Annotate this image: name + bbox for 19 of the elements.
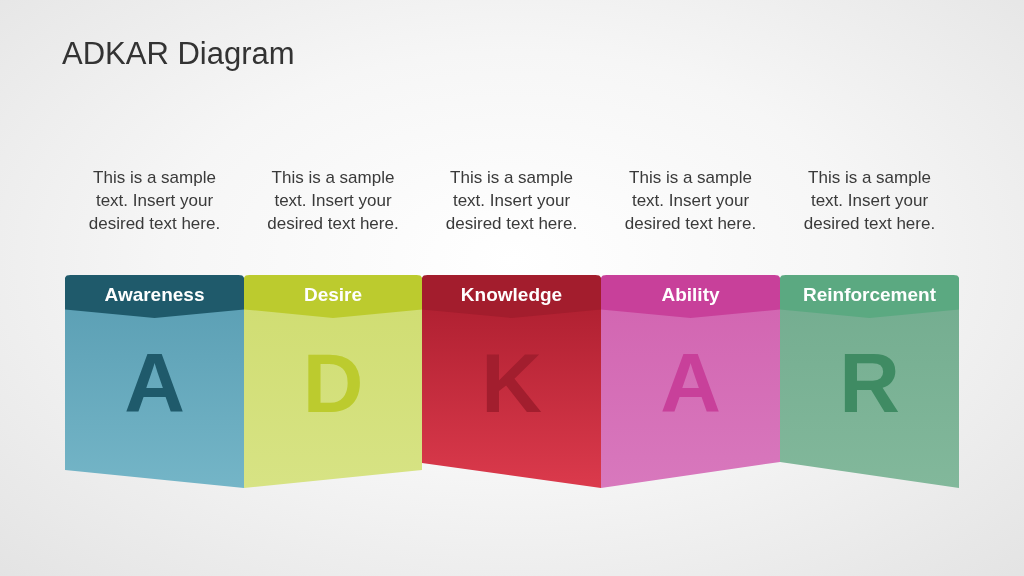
stage-tab: Reinforcement	[780, 275, 959, 318]
description-text: This is a sample text. Insert your desired text here.	[444, 167, 579, 235]
stage-tab: Ability	[601, 275, 780, 318]
description-text: This is a sample text. Insert your desired text here.	[87, 167, 222, 235]
folded-panel	[65, 275, 244, 489]
stage-letter: A	[124, 341, 185, 425]
stage-tab: Desire	[244, 275, 422, 318]
title: ADKAR Diagram	[62, 36, 295, 72]
folded-panel	[422, 275, 601, 489]
stage-letter: D	[302, 341, 364, 425]
folded-panel	[244, 275, 422, 489]
stage-tab: Awareness	[65, 275, 244, 318]
stage-tab: Knowledge	[422, 275, 601, 318]
description-text: This is a sample text. Insert your desired text here.	[266, 167, 400, 235]
stage-letter: R	[839, 341, 900, 425]
description-text: This is a sample text. Insert your desired text here.	[802, 167, 937, 235]
folded-panel	[601, 275, 780, 489]
description-text: This is a sample text. Insert your desired text here.	[623, 167, 758, 235]
folded-panel	[780, 275, 959, 489]
